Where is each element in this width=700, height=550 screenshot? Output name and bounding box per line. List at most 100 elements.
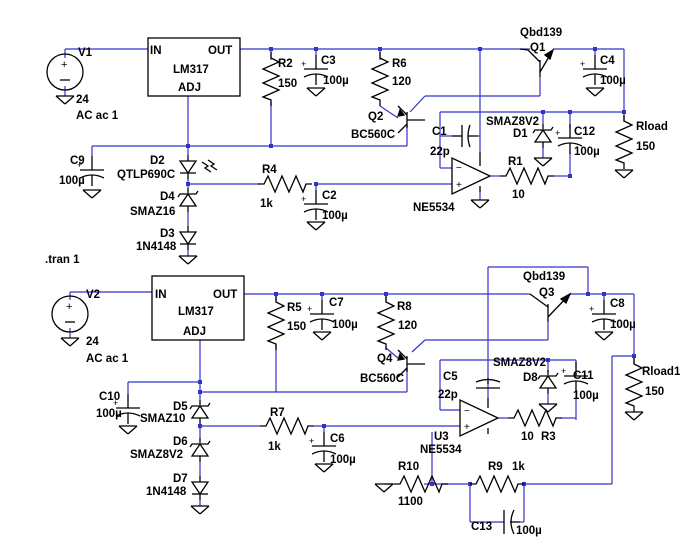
c5-name: C5 xyxy=(443,371,458,383)
c6-capacitor[interactable]: C6 100µ xyxy=(308,431,356,473)
d1-zener[interactable]: SMAZ8V2 D1 xyxy=(486,116,554,167)
d6-zener[interactable]: D6 SMAZ8V2 xyxy=(130,436,211,463)
u4-pin-out: OUT xyxy=(213,289,237,301)
d4-name: D4 xyxy=(160,191,175,203)
u3-name: U3 xyxy=(434,431,449,443)
c7-name: C7 xyxy=(329,297,344,309)
r2-resistor[interactable]: R2 150 xyxy=(262,51,297,107)
r10-resistor[interactable]: R10 1100 xyxy=(374,461,449,508)
svg-text:+: + xyxy=(464,422,470,433)
c3-name: C3 xyxy=(321,55,336,67)
d5-zener[interactable]: D5 SMAZ10 xyxy=(140,399,211,425)
c10-name: C10 xyxy=(99,391,120,403)
r8-value: 120 xyxy=(398,320,417,332)
c10-value: 100µ xyxy=(96,408,122,420)
d3-model: 1N4148 xyxy=(136,241,177,253)
q3-name: Q3 xyxy=(539,287,554,299)
d8-name: D8 xyxy=(523,372,538,384)
lm317-u4[interactable]: IN OUT LM317 ADJ xyxy=(151,275,245,341)
u1-pin-in: IN xyxy=(150,45,162,57)
opamp-u3[interactable]: − + U3 NE5534 xyxy=(420,398,500,456)
c1-value: 22p xyxy=(430,146,450,158)
r10-name: R10 xyxy=(398,461,419,473)
u4-pin-adj: ADJ xyxy=(183,326,206,338)
v2-extra: AC ac 1 xyxy=(86,353,129,365)
d6-model: SMAZ8V2 xyxy=(130,449,183,461)
c5-value: 22p xyxy=(438,389,458,401)
rload1-value: 150 xyxy=(645,386,664,398)
c3-capacitor[interactable]: C3 100µ xyxy=(300,54,349,97)
d4-model: SMAZ16 xyxy=(130,206,175,218)
c12-capacitor[interactable]: C12 100µ xyxy=(554,123,600,158)
r7-resistor[interactable]: R7 1k xyxy=(259,407,315,453)
c11-value: 100µ xyxy=(573,390,599,402)
v2-source[interactable]: V2 24 AC ac 1 xyxy=(51,289,129,365)
d3-diode[interactable]: D3 1N4148 xyxy=(136,225,198,265)
c13-capacitor[interactable]: C13 100µ xyxy=(471,509,542,537)
r6-name: R6 xyxy=(392,58,407,70)
q4-transistor[interactable]: Q4 BC560C xyxy=(360,349,425,385)
c2-capacitor[interactable]: C2 100µ xyxy=(300,189,348,231)
d4-zener[interactable]: D4 SMAZ16 xyxy=(130,187,199,218)
c13-name: C13 xyxy=(471,521,492,533)
c9-capacitor[interactable]: C9 100µ xyxy=(59,155,105,199)
r3-value: 10 xyxy=(521,431,534,443)
q2-transistor[interactable]: Q2 BC560C xyxy=(351,105,425,141)
c9-value: 100µ xyxy=(59,175,85,187)
rload1-resistor[interactable]: Rload1 150 xyxy=(624,357,681,421)
u2-model: NE5534 xyxy=(413,202,455,214)
c11-capacitor[interactable]: C11 100µ xyxy=(560,361,599,402)
q3-transistor[interactable]: Qbd139 Q3 xyxy=(523,271,572,322)
r6-resistor[interactable]: R6 120 xyxy=(371,51,411,107)
r4-resistor[interactable]: R4 1k xyxy=(257,164,313,210)
lm317-u1[interactable]: IN OUT LM317 ADJ xyxy=(147,37,241,97)
u1-pin-adj: ADJ xyxy=(178,82,201,94)
c8-capacitor[interactable]: C8 100µ xyxy=(588,298,636,341)
c3-value: 100µ xyxy=(323,75,349,87)
rload-resistor[interactable]: Rload 150 xyxy=(614,114,668,179)
rload1-name: Rload1 xyxy=(642,366,681,378)
rload-name: Rload xyxy=(636,121,668,133)
c4-capacitor[interactable]: C4 100µ xyxy=(579,54,626,97)
r3-resistor[interactable]: 10 R3 xyxy=(507,409,563,443)
c1-capacitor[interactable]: C1 22p xyxy=(430,124,478,158)
spice-directive[interactable]: .tran 1 xyxy=(45,254,80,266)
u1-name: LM317 xyxy=(173,64,209,76)
d2-led[interactable]: D2 QTLP690C xyxy=(117,154,218,181)
d1-model: SMAZ8V2 xyxy=(486,116,539,128)
d2-name: D2 xyxy=(150,155,165,167)
r9-resistor[interactable]: R9 1k xyxy=(469,461,525,493)
c10-capacitor[interactable]: C10 100µ xyxy=(96,391,141,435)
r8-name: R8 xyxy=(397,301,412,313)
c7-value: 100µ xyxy=(332,319,358,331)
q3-model: Qbd139 xyxy=(523,271,565,283)
c5-capacitor[interactable]: C5 22p xyxy=(438,371,501,401)
c9-name: C9 xyxy=(70,155,85,167)
v1-source[interactable]: V1 24 AC ac 1 xyxy=(46,47,119,122)
q1-transistor[interactable]: Qbd139 Q1 xyxy=(519,27,562,77)
c1-name: C1 xyxy=(432,126,447,138)
r7-name: R7 xyxy=(270,407,285,419)
c6-name: C6 xyxy=(330,433,345,445)
r8-resistor[interactable]: R8 120 xyxy=(377,295,417,351)
d8-zener[interactable]: SMAZ8V2 D8 xyxy=(493,357,559,413)
c7-capacitor[interactable]: C7 100µ xyxy=(306,297,358,341)
c2-name: C2 xyxy=(322,190,337,202)
d1-name: D1 xyxy=(513,128,528,140)
d6-name: D6 xyxy=(173,436,188,448)
q2-name: Q2 xyxy=(368,111,383,123)
q2-model: BC560C xyxy=(351,129,395,141)
v1-value: 24 xyxy=(76,94,89,106)
r4-value: 1k xyxy=(260,198,273,210)
r5-resistor[interactable]: R5 150 xyxy=(267,295,306,351)
d3-name: D3 xyxy=(160,228,175,240)
svg-text:−: − xyxy=(464,406,470,417)
c12-name: C12 xyxy=(574,126,595,138)
c13-value: 100µ xyxy=(516,525,542,537)
d7-diode[interactable]: D7 1N4148 xyxy=(146,473,210,515)
opamp-u2[interactable]: − + NE5534 xyxy=(413,152,492,214)
r1-resistor[interactable]: R1 10 xyxy=(499,156,555,201)
v1-extra: AC ac 1 xyxy=(76,110,119,122)
q4-model: BC560C xyxy=(360,373,404,385)
